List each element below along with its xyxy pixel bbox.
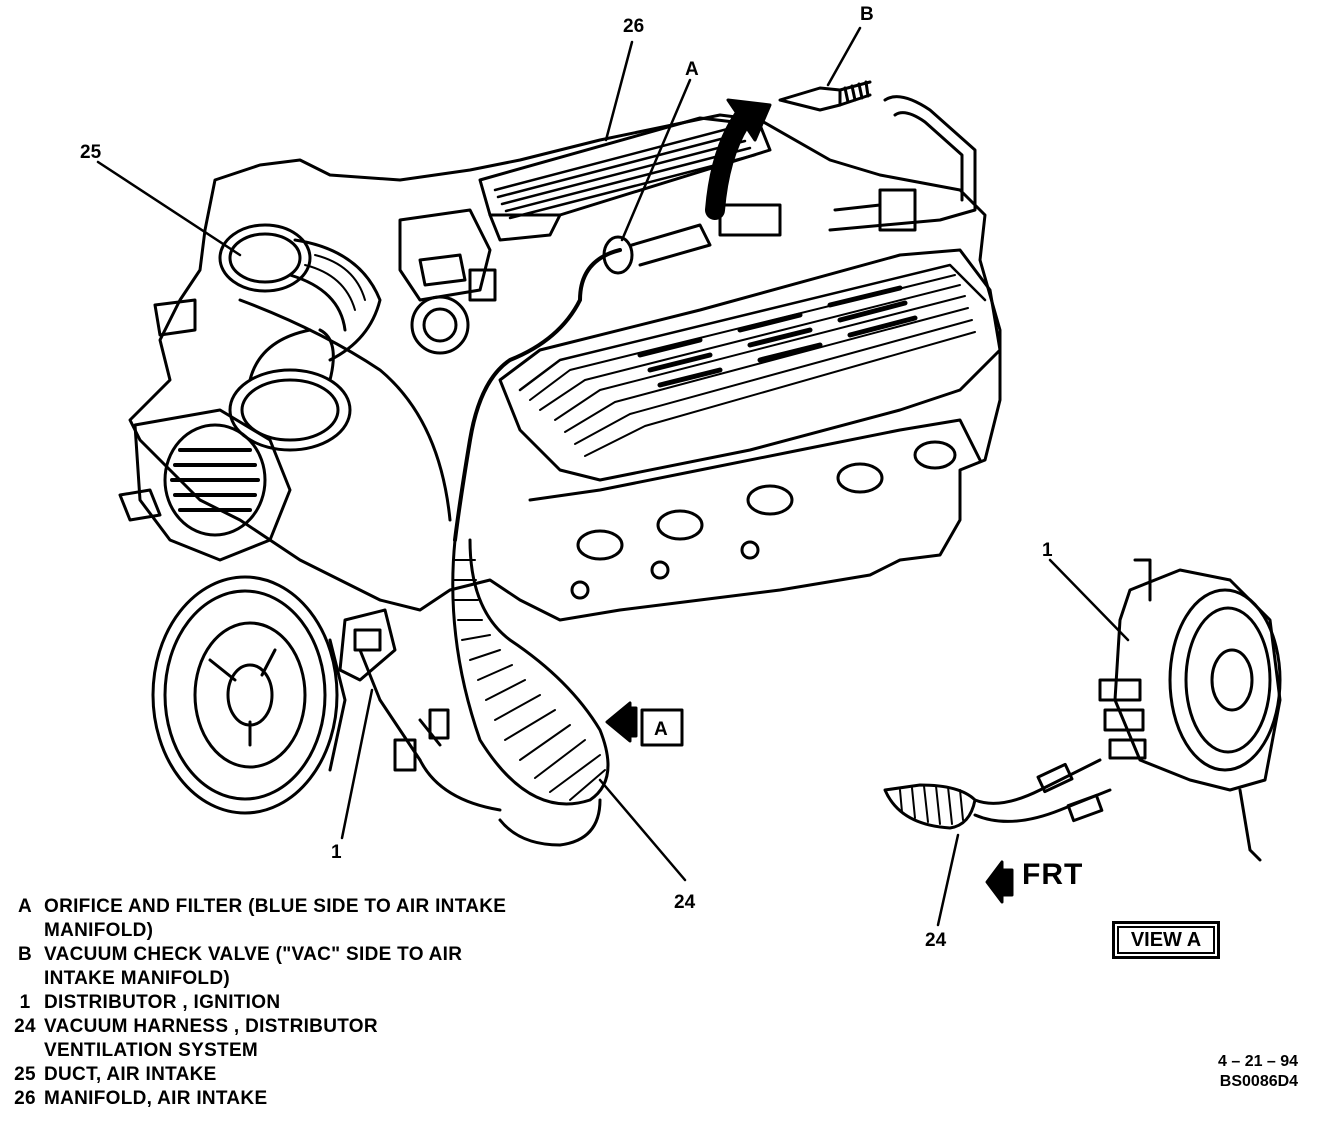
orifice-filter [602,203,782,275]
legend-key: 26 [14,1088,36,1109]
view-a-harness [883,758,1112,830]
legend-key: 24 [14,1016,36,1037]
front-arrow [985,860,1014,904]
distributor-main [338,608,422,762]
valve-cover-right [498,248,1002,482]
air-intake-duct [218,223,382,452]
crank-pulley [151,575,347,815]
callout-25: 25 [80,142,102,163]
drawing-stamp: 4 – 21 – 94 BS0086D4 [1218,1052,1298,1092]
legend-item-a: A ORIFICE AND FILTER (BLUE SIDE TO AIR I… [6,895,626,943]
legend-text: DISTRIBUTOR , IGNITION [44,992,281,1013]
water-pump [118,298,292,562]
legend-item-26: 26 MANIFOLD, AIR INTAKE [6,1087,626,1111]
legend-text: DUCT, AIR INTAKE [44,1064,217,1085]
callout-24-view: 24 [925,930,947,951]
legend-key: 25 [14,1064,36,1085]
pcv-tube [828,95,977,232]
legend-text: VACUUM CHECK VALVE ("VAC" SIDE TO AIR IN… [44,944,463,989]
callout-a: A [685,59,699,80]
stamp-code: BS0086D4 [1219,1073,1299,1090]
callout-26: 26 [623,16,644,37]
legend-key: A [17,896,33,917]
exhaust-manifold [528,418,982,600]
air-intake-manifold [478,116,772,242]
view-a-distributor [1098,558,1282,862]
legend-item-25: 25 DUCT, AIR INTAKE [6,1063,626,1087]
callout-1-main: 1 [331,842,342,863]
stamp-date: 4 – 21 – 94 [1218,1053,1299,1070]
legend-key: 1 [19,992,31,1013]
vacuum-tube [238,248,622,542]
front-label: FRT [1022,858,1084,891]
vacuum-harness-main [393,538,610,847]
legend-key: B [17,944,33,965]
leader-lines [96,26,1130,927]
legend-item-24: 24 VACUUM HARNESS , DISTRIBUTOR VENTILAT… [6,1015,626,1063]
view-a-label: VIEW A [1112,921,1220,959]
legend: A ORIFICE AND FILTER (BLUE SIDE TO AIR I… [6,895,626,1111]
legend-item-1: 1 DISTRIBUTOR , IGNITION [6,991,626,1015]
callout-b: B [860,4,874,25]
callout-1-view: 1 [1042,540,1053,561]
legend-text: VACUUM HARNESS , DISTRIBUTOR VENTILATION… [44,1016,378,1061]
legend-text: ORIFICE AND FILTER (BLUE SIDE TO AIR INT… [44,896,507,941]
throttle-body [398,208,497,355]
legend-text: MANIFOLD, AIR INTAKE [44,1088,268,1109]
view-arrow-label: A [654,719,668,740]
install-arrow [705,98,772,220]
vacuum-check-valve [778,80,872,112]
view-a-arrow [605,701,684,747]
callout-24-main: 24 [674,892,696,913]
legend-item-b: B VACUUM CHECK VALVE ("VAC" SIDE TO AIR … [6,943,626,991]
